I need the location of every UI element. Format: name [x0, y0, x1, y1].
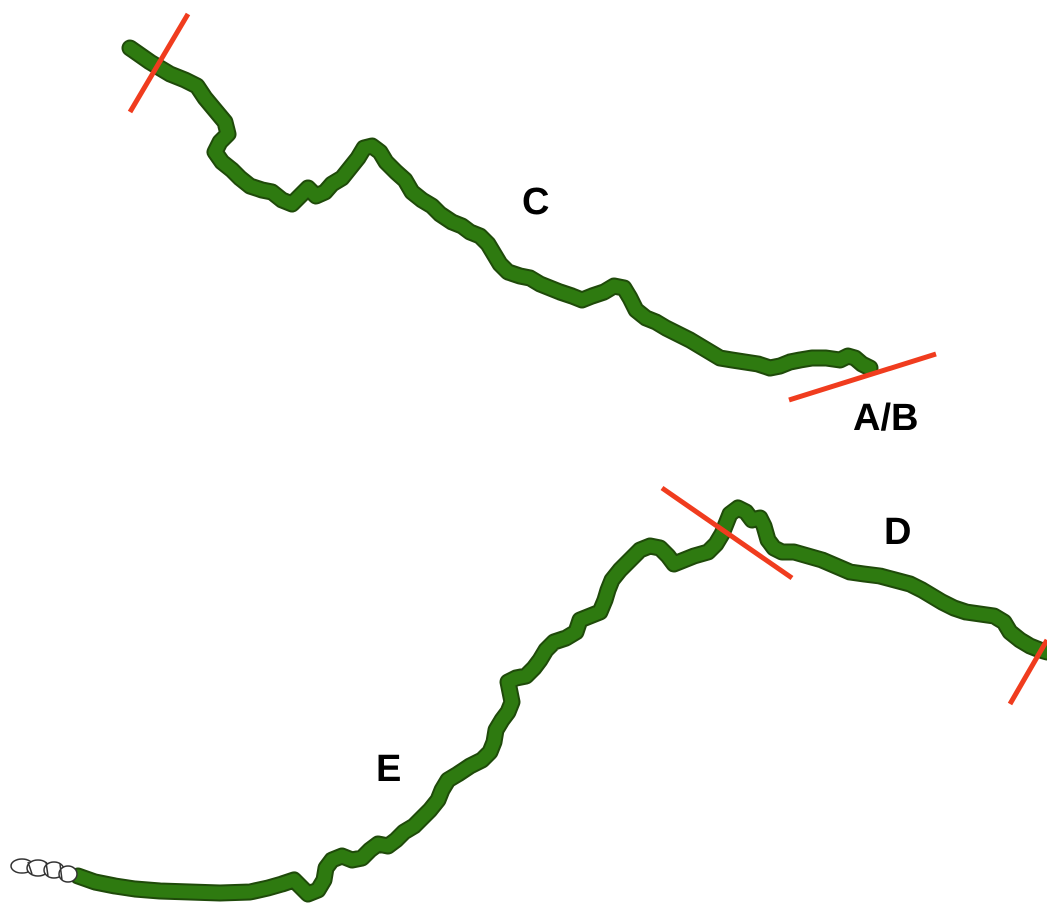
- route-lower: [69, 499, 1047, 903]
- cut-marker-de: [660, 485, 794, 581]
- route-upper-outline: [121, 39, 879, 377]
- cut-marker-ab: [788, 351, 937, 403]
- cut-marker-upper-start: [127, 12, 191, 114]
- cut-markers: [127, 12, 1047, 706]
- cut-marker-lower-end: [1007, 638, 1047, 706]
- chain-links-icon: [10, 858, 78, 883]
- label-segment-d: D: [884, 511, 911, 553]
- route-lower-body: [71, 501, 1047, 901]
- route-upper: [121, 39, 879, 377]
- route-lower-outline: [69, 499, 1047, 903]
- label-segment-ab: A/B: [853, 397, 918, 439]
- label-segment-c: C: [522, 181, 549, 223]
- route-upper-body: [123, 41, 877, 375]
- label-segment-e: E: [376, 748, 401, 790]
